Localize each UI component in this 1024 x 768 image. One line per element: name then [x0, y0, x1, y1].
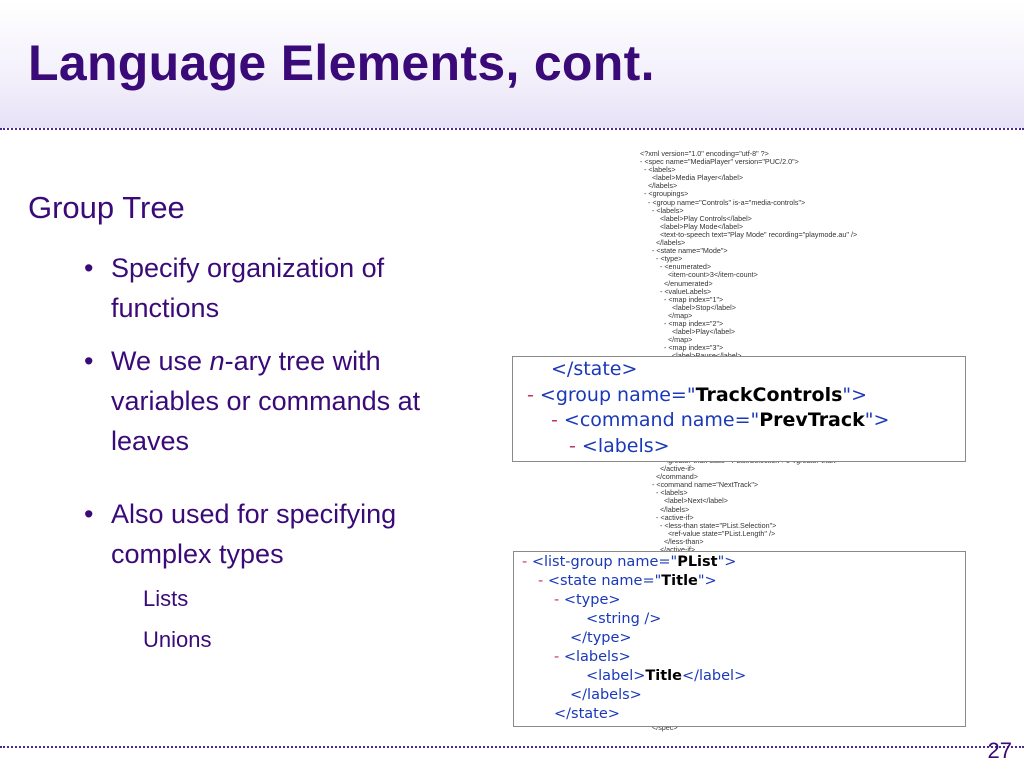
xml-line: - <spec name="MediaPlayer" version="PUC/…	[640, 157, 799, 167]
xml-line: - <labels>	[640, 488, 688, 498]
xml-line: </command>	[640, 472, 698, 482]
xml-line: </map>	[640, 310, 693, 320]
bullet-dot-icon: •	[84, 253, 94, 283]
xml-line: <label>Play Mode</label>	[640, 221, 744, 231]
xml-line: <item-count>3</item-count>	[640, 270, 758, 280]
xml-zoom-line: - <labels>	[554, 649, 631, 665]
xml-spec-end: </spec>	[652, 723, 678, 732]
xml-line: - <enumerated>	[640, 262, 712, 272]
xml-listing: <?xml version="1.0" encoding="utf-8" ?>-…	[640, 149, 920, 369]
xml-line: - <map index="1">	[640, 294, 724, 304]
xml-line: <label>Next</label>	[640, 496, 728, 506]
xml-line: - <groupings>	[640, 189, 689, 199]
xml-line: <label>Media Player</label>	[640, 173, 744, 183]
xml-line: - <command name="NextTrack">	[640, 480, 759, 490]
xml-zoom-line: <string />	[586, 611, 662, 627]
xml-zoom-line: </labels>	[570, 687, 642, 703]
xml-line: - <type>	[640, 254, 683, 264]
xml-line: - <labels>	[640, 165, 676, 175]
xml-line: </enumerated>	[640, 278, 713, 288]
xml-zoom-line: - <group name="TrackControls">	[527, 383, 868, 406]
page-number: 27	[987, 738, 1012, 763]
bullet-dot-icon: •	[84, 499, 94, 529]
bullet-text: Also used for specifying complex types	[111, 499, 397, 569]
xml-line: </labels>	[640, 504, 690, 514]
xml-line: </labels>	[640, 181, 678, 191]
xml-line: </less-than>	[640, 536, 704, 546]
xml-line: </labels>	[640, 238, 686, 248]
xml-zoom-line: <label>Title</label>	[586, 668, 747, 684]
bullet-text: We use n-ary tree with variables or comm…	[111, 346, 421, 456]
xml-line: - <map index="3">	[640, 343, 724, 353]
xml-zoom-line: - <labels>	[569, 434, 670, 457]
xml-line: </map>	[640, 335, 693, 345]
xml-line: - <active-if>	[640, 512, 694, 522]
xml-zoom-line: </state>	[551, 358, 638, 380]
xml-line: - <group name="Controls" is-a="media-con…	[640, 197, 806, 207]
xml-line: - <less-than state="PList.Selection">	[640, 520, 777, 530]
xml-line: <label>Stop</label>	[640, 302, 736, 312]
xml-zoom-line: - <list-group name="PList">	[522, 554, 737, 570]
xml-zoom-line: </state>	[554, 706, 620, 722]
title-banner	[0, 0, 1024, 128]
xml-zoom-line: - <type>	[554, 592, 621, 608]
bullet-text: Specify organization of functions	[111, 253, 385, 323]
xml-zoom-line: - <command name="PrevTrack">	[551, 409, 890, 431]
slide-title: Language Elements, cont.	[28, 35, 655, 91]
xml-line: - <state name="Mode">	[640, 246, 728, 256]
xml-line: - <map index="2">	[640, 318, 724, 328]
xml-line: <label>Pause</label>	[640, 352, 920, 360]
xml-line: <ref-value state="PList.Length" />	[640, 528, 776, 538]
xml-line: <label>Play</label>	[640, 327, 736, 337]
xml-line: </active-if>	[640, 464, 696, 474]
xml-line: <?xml version="1.0" encoding="utf-8" ?>	[640, 149, 769, 158]
xml-listing-middle: <greater-than state="PList.Selection">0<…	[640, 456, 920, 555]
xml-zoom-line: </type>	[570, 630, 632, 646]
xml-line: </active-if>	[640, 545, 696, 555]
xml-zoom-plist: - <list-group name="PList"> - <state name…	[513, 551, 966, 727]
sub-item-lists: Lists	[143, 586, 189, 611]
section-heading: Group Tree	[28, 190, 185, 225]
sub-item-unions: Unions	[143, 627, 212, 652]
title-divider	[0, 128, 1024, 130]
xml-line: <label>Play Controls</label>	[640, 213, 752, 223]
bullet-dot-icon: •	[84, 346, 94, 376]
xml-zoom-line: - <state name="Title">	[538, 573, 717, 589]
footer-divider	[0, 746, 1024, 748]
xml-line: <text-to-speech text="Play Mode" recordi…	[640, 229, 858, 239]
xml-line: - <labels>	[640, 205, 684, 215]
xml-line: - <valueLabels>	[640, 286, 712, 296]
xml-zoom-trackcontrols: </state> - <group name="TrackControls"> - …	[512, 356, 966, 462]
